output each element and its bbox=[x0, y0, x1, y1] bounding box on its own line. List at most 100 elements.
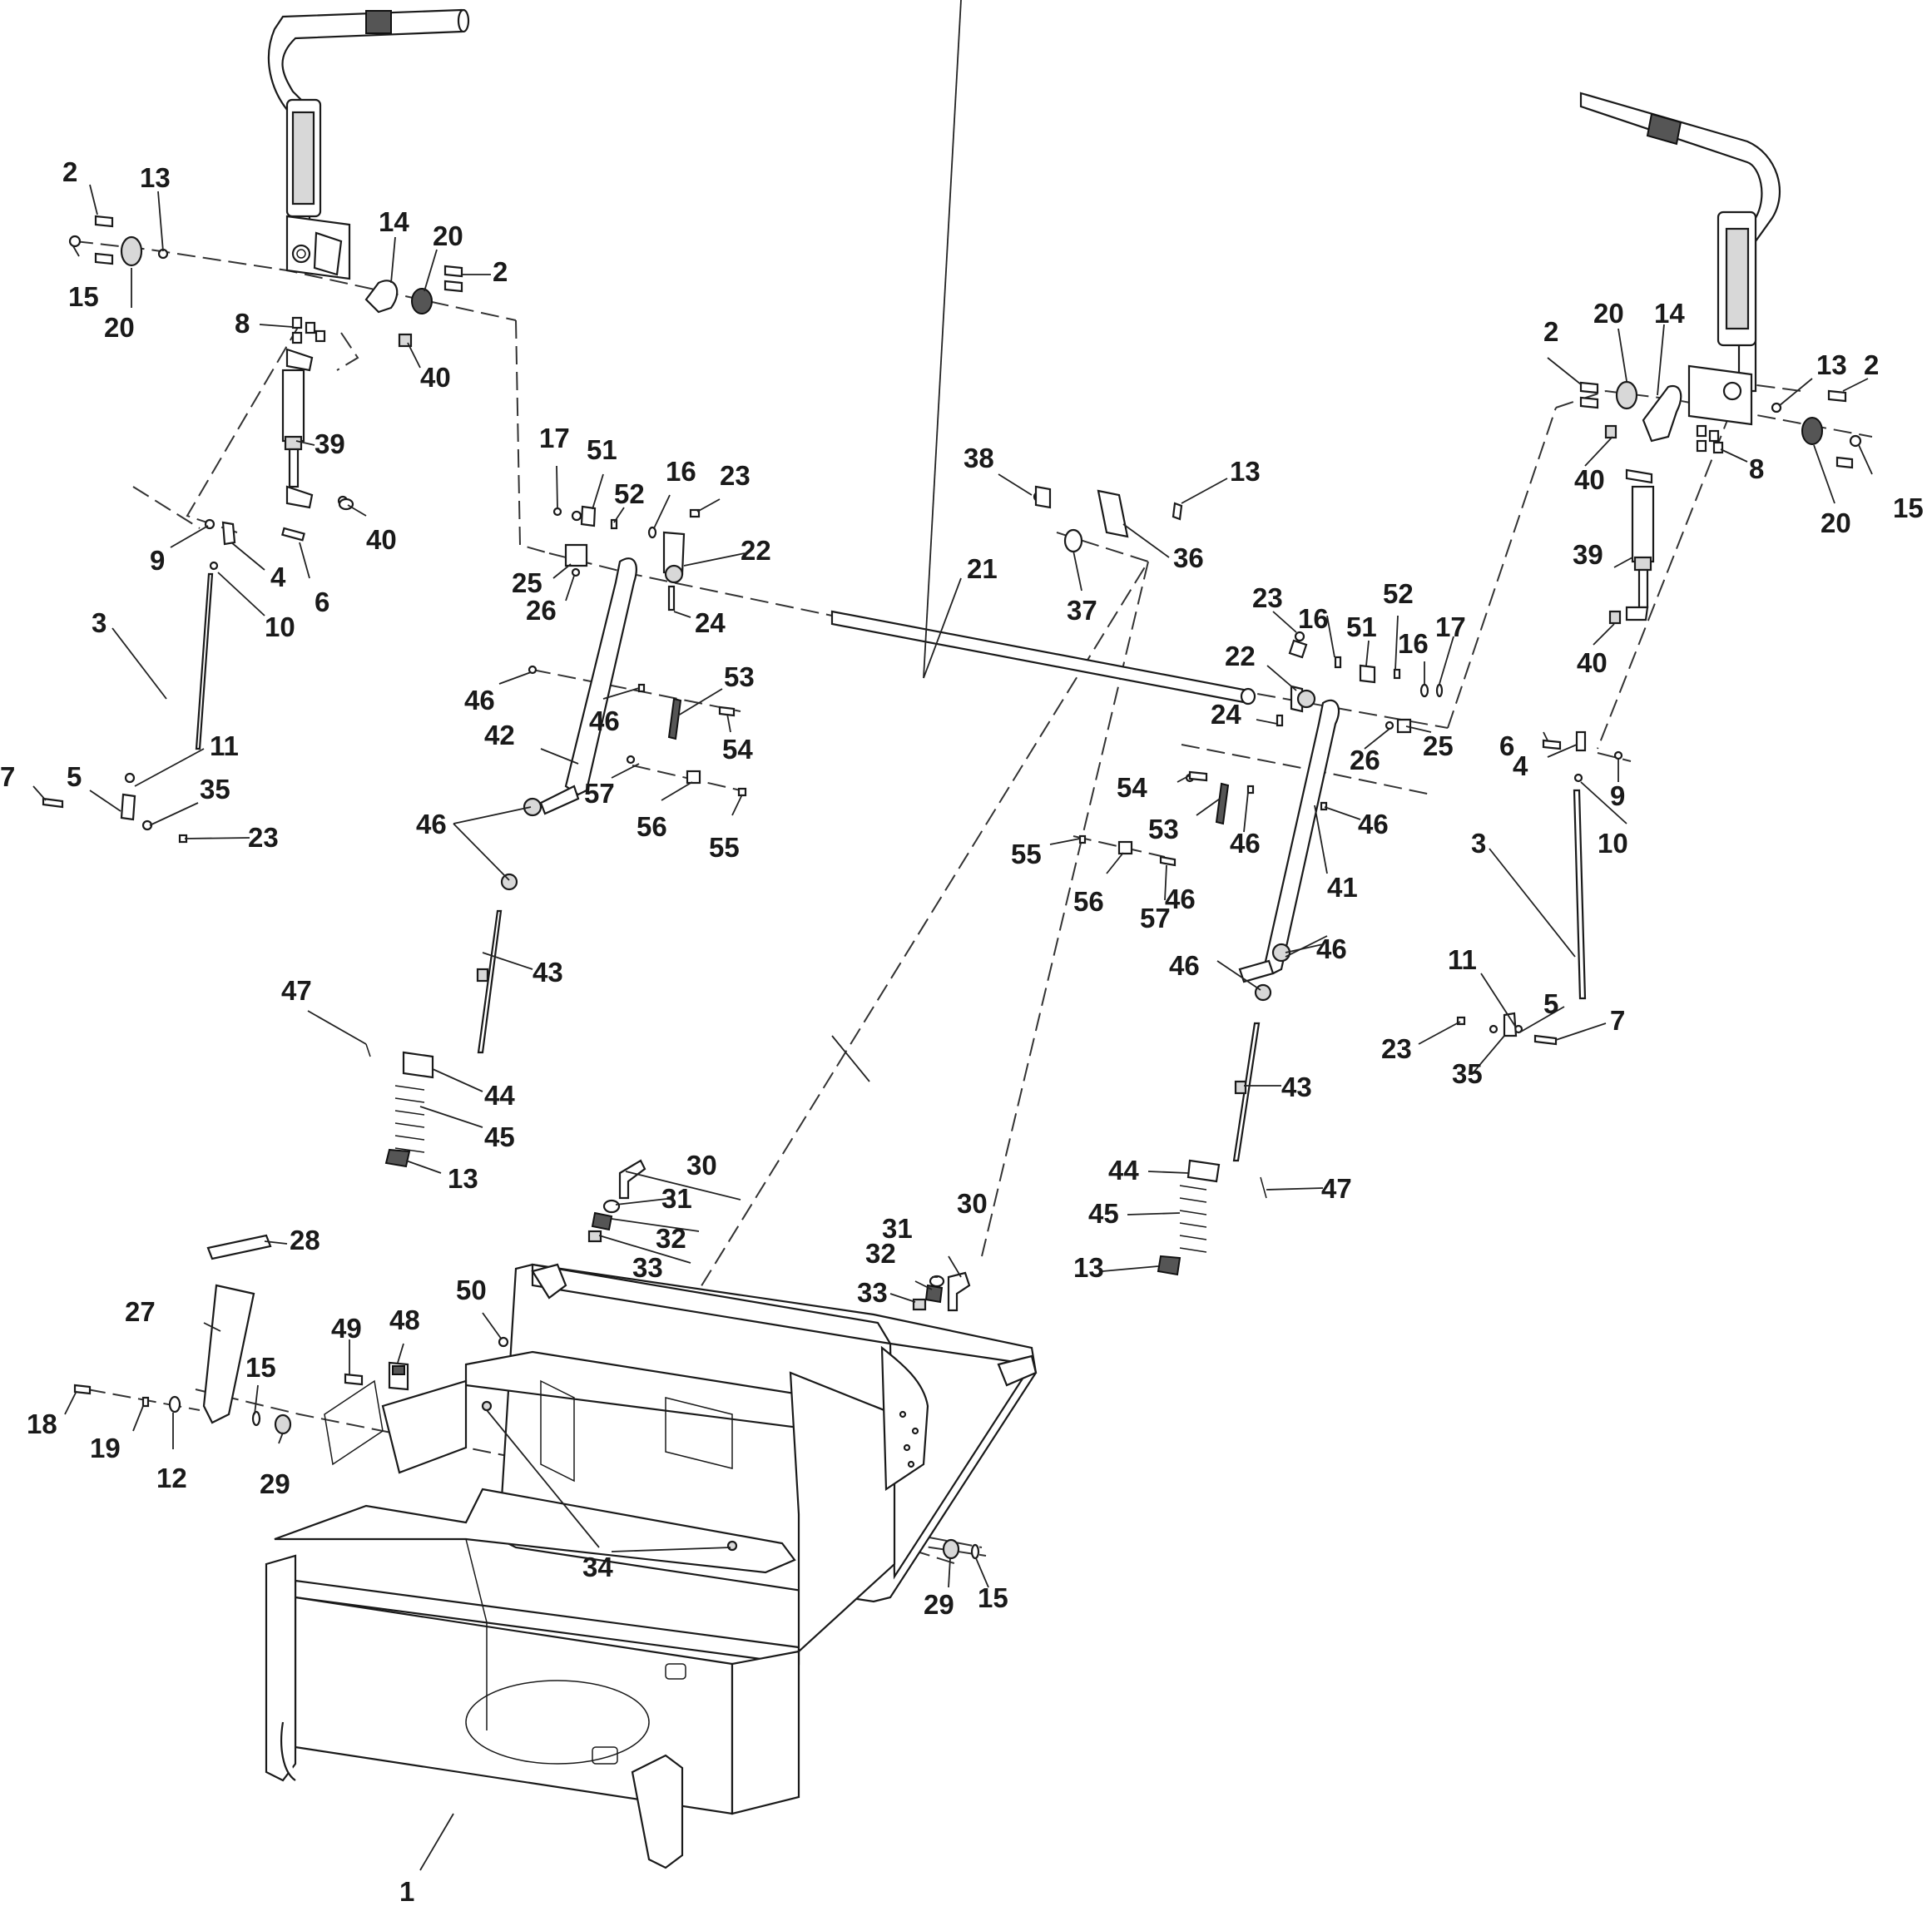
right-gas-spring bbox=[1608, 468, 1655, 625]
callout-16: 16 bbox=[1398, 628, 1429, 659]
callout-10: 10 bbox=[265, 611, 295, 642]
callout-6: 6 bbox=[315, 587, 329, 617]
callout-26: 26 bbox=[1350, 745, 1380, 775]
callout-22: 22 bbox=[741, 535, 771, 566]
callout-32: 32 bbox=[656, 1223, 686, 1254]
callout-4: 4 bbox=[1513, 750, 1528, 781]
callout-45: 45 bbox=[484, 1121, 515, 1152]
callout-20: 20 bbox=[1821, 507, 1851, 538]
callout-46: 46 bbox=[589, 706, 620, 736]
callout-31: 31 bbox=[882, 1213, 913, 1244]
callout-13: 13 bbox=[1230, 456, 1261, 487]
callout-15: 15 bbox=[68, 281, 99, 312]
callout-6: 6 bbox=[1499, 730, 1514, 761]
callout-23: 23 bbox=[248, 822, 279, 853]
callout-24: 24 bbox=[695, 607, 726, 638]
callout-40: 40 bbox=[1577, 647, 1608, 678]
callout-57: 57 bbox=[584, 778, 615, 809]
callout-39: 39 bbox=[1573, 539, 1603, 570]
callout-44: 44 bbox=[1108, 1155, 1139, 1186]
callout-44: 44 bbox=[484, 1080, 515, 1111]
callout-3: 3 bbox=[92, 607, 107, 638]
callout-34: 34 bbox=[582, 1552, 613, 1582]
callout-40: 40 bbox=[1574, 464, 1605, 495]
callout-labels: 1 2 2 2 2 3 3 4 4 5 5 6 6 7 7 8 8 9 9 10… bbox=[0, 156, 1924, 1907]
callout-50: 50 bbox=[456, 1275, 487, 1305]
callout-1: 1 bbox=[399, 1876, 414, 1907]
callout-10: 10 bbox=[1598, 828, 1628, 859]
callout-43: 43 bbox=[533, 957, 563, 988]
callout-51: 51 bbox=[587, 434, 617, 465]
callout-8: 8 bbox=[235, 308, 250, 339]
callout-2: 2 bbox=[1543, 316, 1558, 347]
callout-23: 23 bbox=[1381, 1033, 1412, 1064]
callout-2: 2 bbox=[1864, 349, 1879, 380]
callout-7: 7 bbox=[0, 761, 15, 792]
callout-46: 46 bbox=[1169, 950, 1200, 981]
callout-33: 33 bbox=[857, 1277, 888, 1308]
callout-45: 45 bbox=[1088, 1198, 1119, 1229]
callout-54: 54 bbox=[1117, 772, 1147, 803]
callout-51: 51 bbox=[1346, 611, 1377, 642]
callout-22: 22 bbox=[1225, 641, 1256, 671]
callout-12: 12 bbox=[156, 1463, 187, 1493]
callout-53: 53 bbox=[1148, 814, 1179, 844]
callout-16: 16 bbox=[1298, 603, 1329, 634]
callout-17: 17 bbox=[539, 423, 570, 453]
callout-46: 46 bbox=[1358, 809, 1389, 839]
callout-37: 37 bbox=[1067, 595, 1097, 626]
callout-8: 8 bbox=[1749, 453, 1764, 484]
callout-43: 43 bbox=[1281, 1072, 1312, 1102]
callout-30: 30 bbox=[957, 1188, 988, 1219]
callout-53: 53 bbox=[724, 661, 755, 692]
callout-52: 52 bbox=[614, 478, 645, 509]
callout-13: 13 bbox=[448, 1163, 478, 1194]
callout-13: 13 bbox=[1073, 1252, 1104, 1283]
callout-55: 55 bbox=[709, 832, 740, 863]
callout-2: 2 bbox=[62, 156, 77, 187]
callout-35: 35 bbox=[200, 774, 230, 805]
callout-3: 3 bbox=[1471, 828, 1486, 859]
callout-29: 29 bbox=[260, 1468, 290, 1499]
callout-46: 46 bbox=[1230, 828, 1261, 859]
callout-32: 32 bbox=[865, 1238, 896, 1269]
callout-46: 46 bbox=[1316, 933, 1347, 964]
callout-23: 23 bbox=[1252, 582, 1283, 613]
callout-46: 46 bbox=[464, 685, 495, 715]
callout-23: 23 bbox=[720, 460, 751, 491]
callout-15: 15 bbox=[245, 1352, 276, 1383]
cross-shaft bbox=[830, 485, 1256, 706]
callout-13: 13 bbox=[140, 162, 171, 193]
callout-20: 20 bbox=[433, 220, 463, 251]
callout-11: 11 bbox=[1448, 944, 1477, 975]
callout-46: 46 bbox=[416, 809, 447, 839]
main-frame bbox=[265, 1263, 1038, 1869]
callout-36: 36 bbox=[1173, 542, 1204, 573]
caster-pivots bbox=[587, 1159, 971, 1312]
callout-15: 15 bbox=[978, 1582, 1008, 1613]
callout-48: 48 bbox=[389, 1305, 420, 1335]
leader-lines bbox=[32, 0, 1873, 1871]
right-linkage-rod bbox=[1456, 730, 1623, 1046]
left-linkage-rod bbox=[42, 518, 305, 844]
right-control-handle bbox=[1579, 92, 1862, 469]
callout-47: 47 bbox=[1321, 1173, 1352, 1204]
callout-40: 40 bbox=[420, 362, 451, 393]
callout-54: 54 bbox=[722, 734, 753, 765]
callout-27: 27 bbox=[125, 1296, 156, 1327]
callout-33: 33 bbox=[632, 1252, 663, 1283]
callout-24: 24 bbox=[1211, 699, 1241, 730]
callout-25: 25 bbox=[512, 567, 542, 598]
callout-47: 47 bbox=[281, 975, 312, 1006]
callout-5: 5 bbox=[67, 761, 82, 792]
callout-26: 26 bbox=[526, 595, 557, 626]
callout-35: 35 bbox=[1452, 1058, 1483, 1089]
callout-46: 46 bbox=[1165, 884, 1196, 914]
callout-57: 57 bbox=[1140, 903, 1171, 933]
left-control-handle bbox=[267, 8, 470, 280]
callout-20: 20 bbox=[104, 312, 135, 343]
frame-small-parts bbox=[73, 1234, 980, 1560]
callout-41: 41 bbox=[1327, 872, 1358, 903]
